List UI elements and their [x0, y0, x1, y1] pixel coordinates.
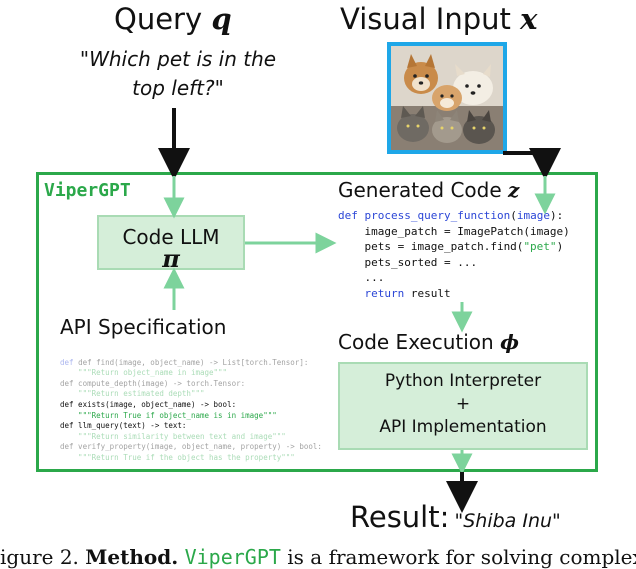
interpreter-line2: API Implementation — [379, 417, 547, 437]
api-line: """Return True if object_name is in imag… — [60, 410, 277, 420]
query-text: "Which pet is in the top left?" — [79, 47, 277, 100]
query-symbol: q — [211, 2, 232, 36]
vipergpt-framework-box — [36, 172, 598, 472]
api-spec-code: def def find(image, object_name) -> List… — [60, 347, 322, 464]
api-spec-title: API Specification — [60, 315, 227, 339]
visual-input-title: Visual Input x — [340, 2, 538, 36]
api-line: def exists(image, object_name) -> bool: — [60, 399, 237, 409]
api-line: """Return estimated depth""" — [60, 389, 205, 399]
api-line: def def find(image, object_name) -> List… — [60, 357, 309, 367]
pi-symbol: π — [162, 244, 180, 273]
z-symbol: z — [508, 178, 520, 202]
interpreter-line1: Python Interpreter — [384, 371, 542, 391]
interpreter-plus: + — [455, 394, 471, 414]
phi-symbol: ϕ — [500, 330, 519, 354]
api-line: def compute_depth(image) -> torch.Tensor… — [60, 378, 246, 388]
code-llm-box: Code LLM π — [97, 215, 245, 273]
api-line: def verify_property(image, object_name, … — [60, 442, 322, 452]
api-line: def llm_query(text) -> text: — [60, 421, 187, 431]
code-llm-label: Code LLM — [122, 225, 220, 249]
visual-input-symbol: x — [520, 2, 538, 36]
interpreter-box: Python Interpreter + API Implementation — [338, 362, 588, 450]
api-line: """Return True if the object has the pro… — [60, 452, 295, 462]
code-execution-title: Code Execution ϕ — [338, 330, 519, 354]
result-label: Result: — [350, 500, 450, 534]
result-value: "Shiba Inu" — [454, 510, 561, 532]
generated-code-title: Generated Code z — [338, 178, 520, 202]
pets-photo-illustration — [391, 46, 503, 150]
api-line: """Return similarity between text and im… — [60, 431, 286, 441]
generated-code-block: def process_query_function(image): image… — [338, 209, 570, 300]
query-title: Query q — [114, 2, 232, 36]
api-line: """Return object_name in image""" — [60, 368, 228, 378]
image-arrow — [503, 148, 561, 180]
result: Result: "Shiba Inu" — [350, 500, 561, 534]
visual-input-image — [387, 42, 507, 154]
framework-label: ViperGPT — [44, 180, 131, 201]
